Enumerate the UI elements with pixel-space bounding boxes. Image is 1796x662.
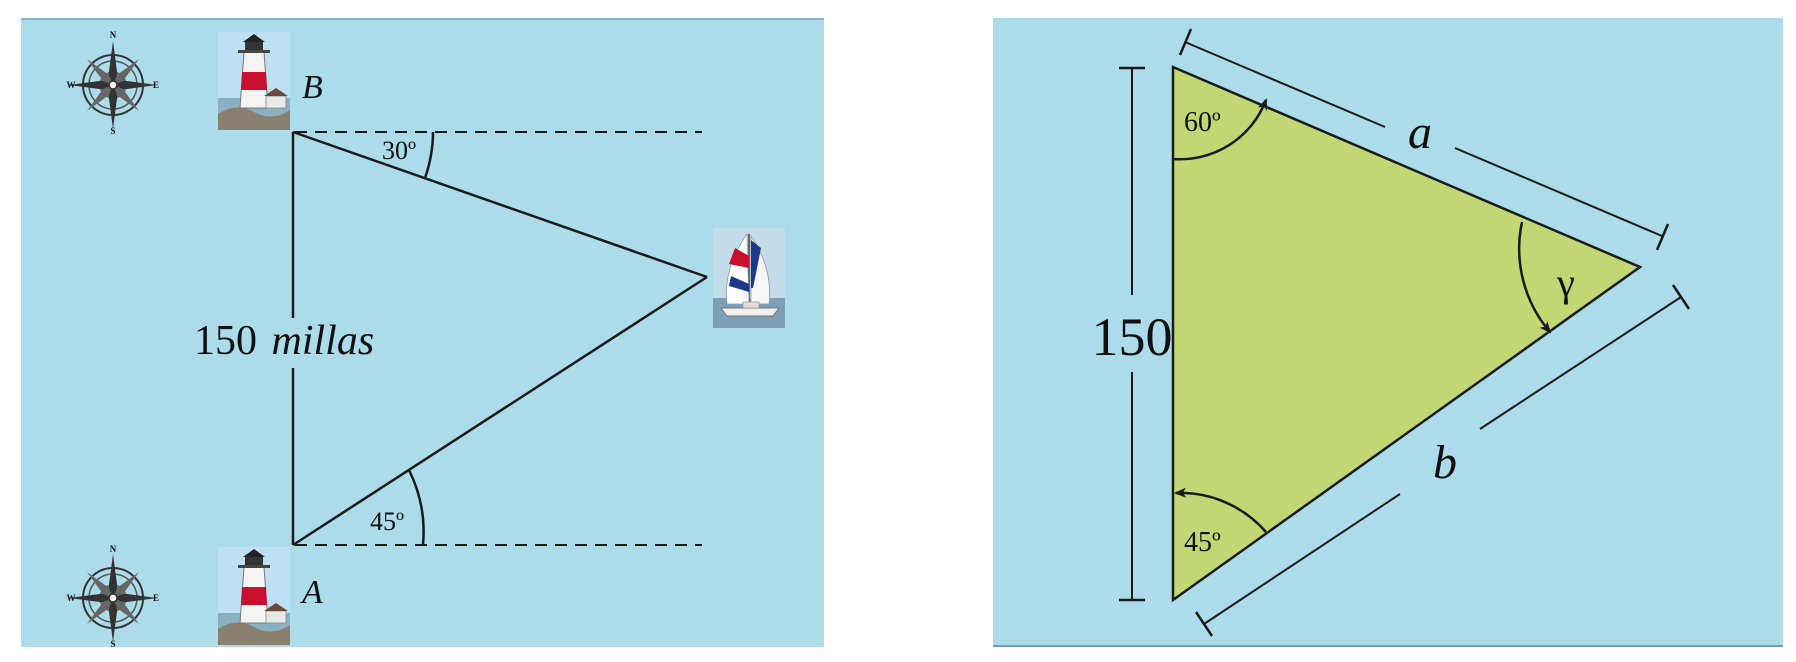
angle-arc-60 xyxy=(1172,98,1268,161)
dimension-tick-a-right xyxy=(1655,223,1670,251)
svg-text:S: S xyxy=(110,126,115,136)
lighthouse-icon-a xyxy=(217,546,291,646)
lighthouse-icon-b xyxy=(217,31,291,131)
dimension-tick-b-left xyxy=(1194,611,1214,637)
angle-45-right-label: 45º xyxy=(1184,527,1221,558)
angle-60-label: 60º xyxy=(1184,107,1221,138)
svg-text:N: N xyxy=(110,30,117,40)
angle-arc-gamma xyxy=(1517,221,1552,334)
dimension-tick-a-left xyxy=(1178,28,1193,56)
dimension-line-a-right xyxy=(1454,147,1663,237)
side-b-to-ship xyxy=(292,130,708,279)
compass-rose-icon-top: N S E W xyxy=(67,30,160,136)
dimension-tick-b-right xyxy=(1671,284,1691,310)
triangle-shape xyxy=(1171,65,1643,603)
point-b-label: B xyxy=(302,69,323,106)
angle-arc-30 xyxy=(423,131,435,179)
dimension-line-b-right xyxy=(1479,296,1682,430)
svg-text:E: E xyxy=(153,593,159,603)
svg-text:E: E xyxy=(153,80,159,90)
side-150-label: 150 xyxy=(1092,307,1173,367)
svg-text:S: S xyxy=(110,639,115,649)
dimension-line-b-left xyxy=(1203,493,1401,625)
sailboat-icon xyxy=(713,228,785,328)
angle-arc-45-right xyxy=(1174,487,1267,533)
svg-text:N: N xyxy=(110,544,117,554)
point-a-label: A xyxy=(300,574,323,611)
svg-text:W: W xyxy=(67,593,76,603)
dimension-line-a-left xyxy=(1184,41,1386,128)
angle-gamma-label: γ xyxy=(1556,260,1575,305)
angle-30-label: 30º xyxy=(382,136,416,165)
side-a-to-ship xyxy=(292,275,708,547)
svg-text:W: W xyxy=(67,80,76,90)
compass-rose-icon-bottom: N S E W xyxy=(67,544,160,649)
side-b-label: b xyxy=(1433,436,1457,489)
distance-label: 150 millas xyxy=(194,318,374,364)
angle-arc-45 xyxy=(407,469,425,546)
angle-45-label: 45º xyxy=(370,507,404,536)
side-a-label: a xyxy=(1408,106,1432,159)
